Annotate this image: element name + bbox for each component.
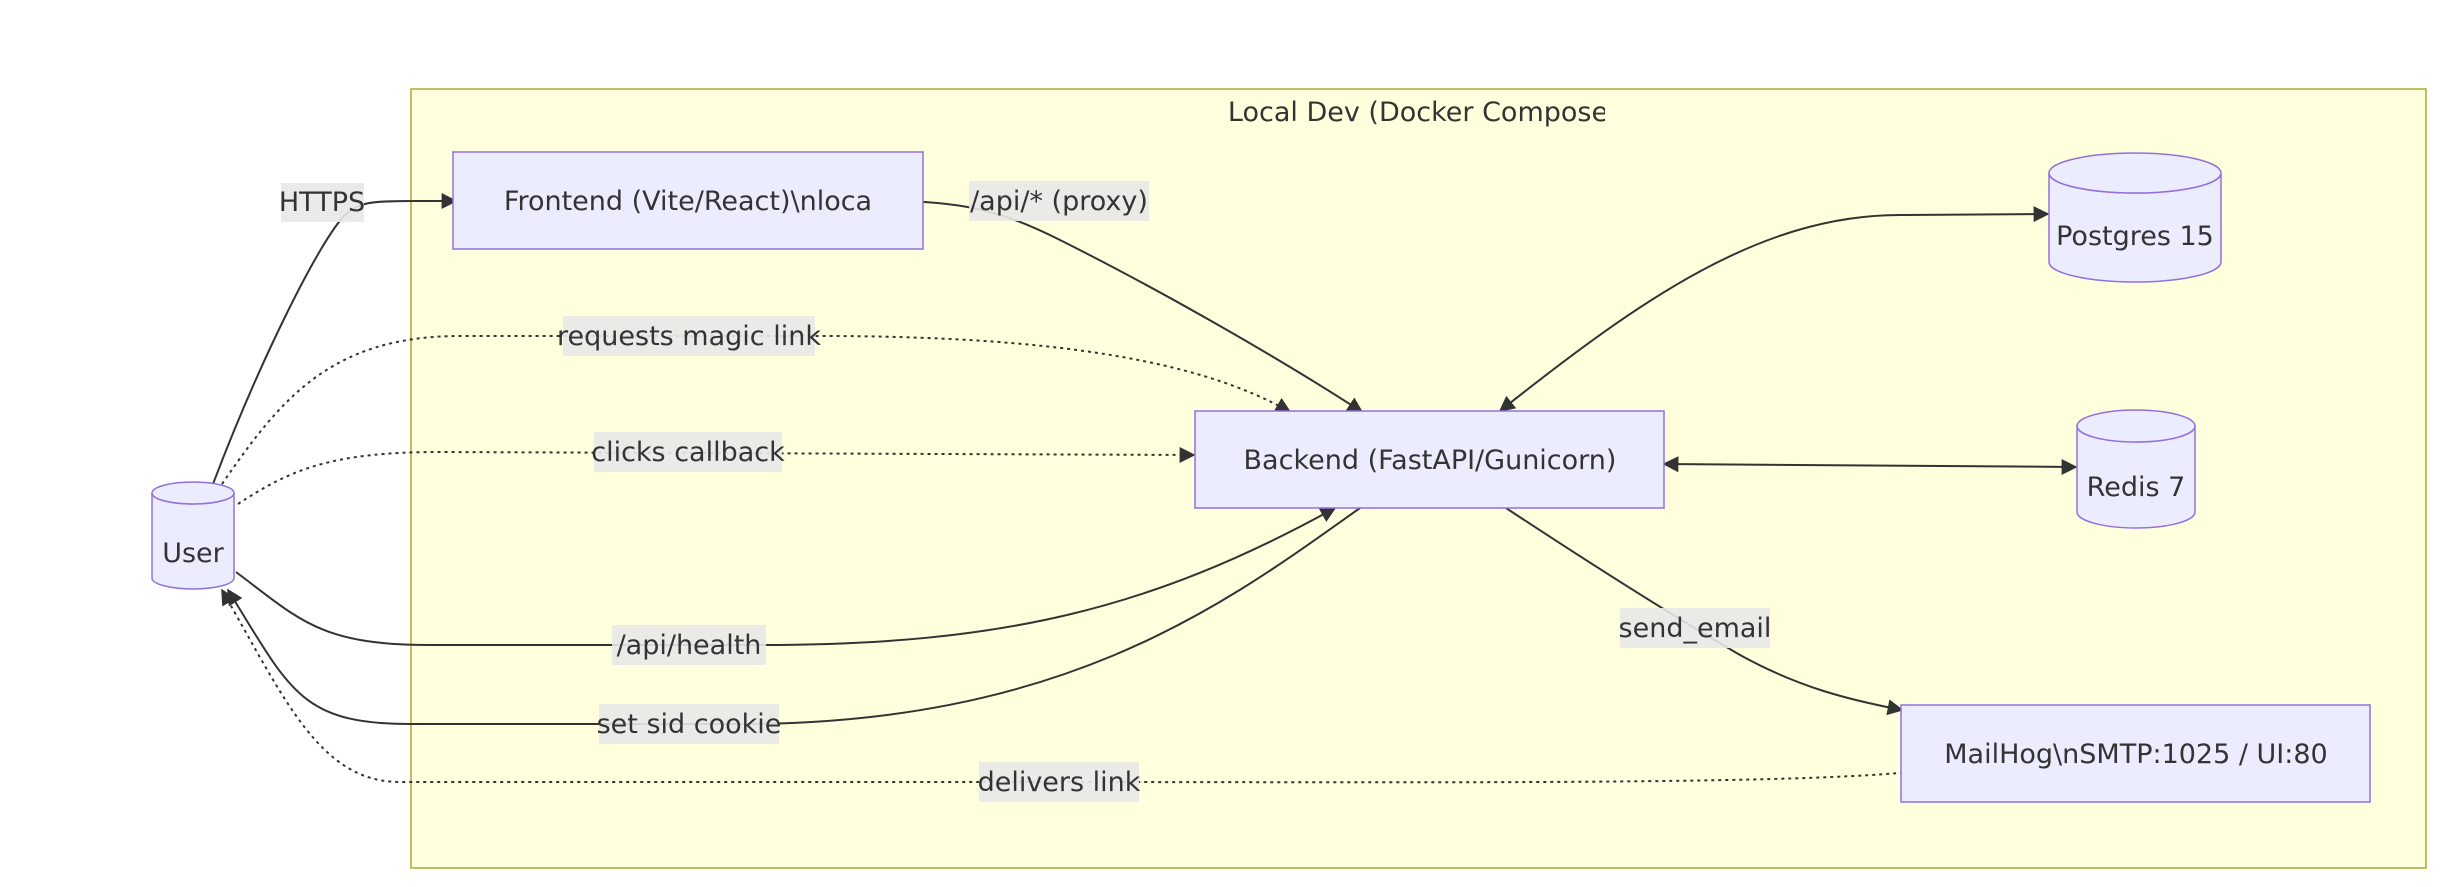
edge-labels: HTTPS /api/* (proxy) requests magic link… <box>279 181 1772 802</box>
node-redis: Redis 7 <box>2076 409 2196 529</box>
edges <box>212 193 2078 784</box>
node-user-label: User <box>162 538 224 569</box>
edge-clicks-callback <box>237 446 1196 505</box>
label-set-sid-cookie: set sid cookie <box>597 704 782 744</box>
label-requests-magic-link: requests magic link <box>557 316 821 356</box>
node-backend: Backend (FastAPI/Gunicorn) <box>1194 410 1665 509</box>
node-postgres: Postgres 15 <box>2048 152 2222 283</box>
node-redis-label: Redis 7 <box>2087 472 2186 503</box>
svg-text:delivers link: delivers link <box>978 767 1141 798</box>
edge-backend-postgres <box>1498 206 2050 412</box>
edge-set-sid-cookie <box>227 507 1361 725</box>
edge-backend-redis <box>1662 456 2078 475</box>
svg-text:/api/* (proxy): /api/* (proxy) <box>970 186 1148 217</box>
edge-delivers-link <box>221 588 1911 784</box>
node-mailhog: MailHog\nSMTP:1025 / UI:80 <box>1900 704 2371 803</box>
svg-text:set sid cookie: set sid cookie <box>597 709 782 740</box>
edge-https <box>212 193 458 485</box>
label-clicks-callback: clicks callback <box>591 432 785 472</box>
edge-requests-magic-link <box>221 335 1292 485</box>
svg-text:HTTPS: HTTPS <box>279 187 365 218</box>
node-user: User <box>151 481 235 590</box>
edge-api-proxy <box>877 199 1364 413</box>
node-mailhog-label: MailHog\nSMTP:1025 / UI:80 <box>1944 739 2327 770</box>
node-frontend: Frontend (Vite/React)\nloca <box>452 151 924 250</box>
svg-text:/api/health: /api/health <box>617 630 762 661</box>
label-api-proxy: /api/* (proxy) <box>969 181 1149 221</box>
edge-send-email <box>1505 507 1904 716</box>
node-frontend-label: Frontend (Vite/React)\nloca <box>504 186 872 217</box>
label-send-email: send_email <box>1619 608 1772 648</box>
svg-text:requests magic link: requests magic link <box>557 321 821 352</box>
label-delivers-link: delivers link <box>978 762 1141 802</box>
svg-text:clicks callback: clicks callback <box>591 437 785 468</box>
label-https: HTTPS <box>279 183 365 222</box>
label-api-health: /api/health <box>612 625 766 665</box>
node-backend-label: Backend (FastAPI/Gunicorn) <box>1244 445 1617 476</box>
svg-text:send_email: send_email <box>1619 613 1772 644</box>
node-postgres-label: Postgres 15 <box>2056 221 2214 252</box>
cluster-title: Local Dev (Docker Compose <box>1228 97 1608 128</box>
edge-api-health <box>235 507 1337 646</box>
